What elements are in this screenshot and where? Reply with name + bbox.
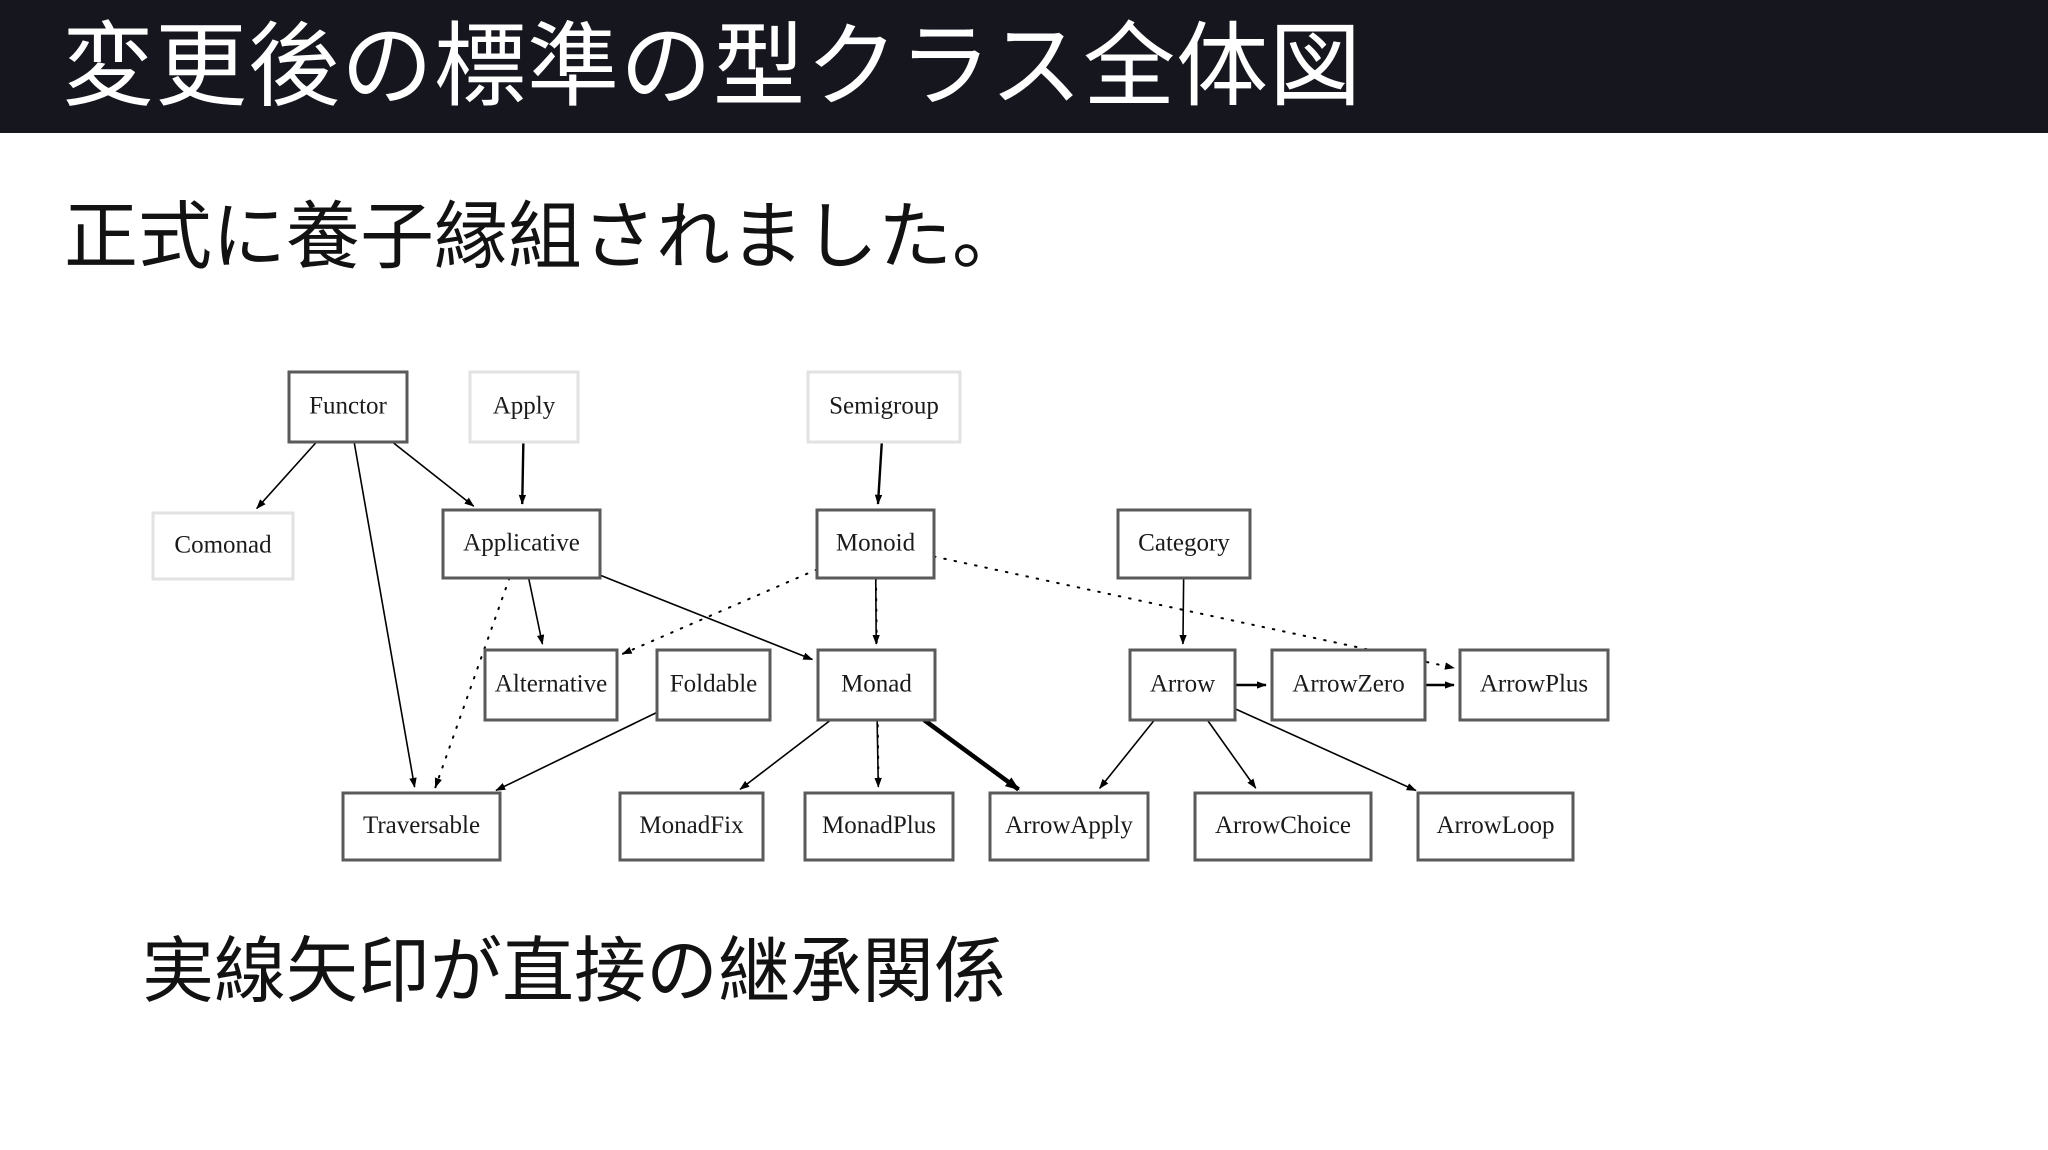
edge-apply-to-applicative: [518, 441, 527, 505]
edge-monoid-to-alternative: [621, 568, 818, 655]
edge-monad-to-monadplus: [874, 719, 882, 788]
node-semigroup[interactable]: Semigroup: [806, 370, 962, 444]
edge-arrow-to-arrowloop: [1234, 708, 1417, 792]
edge-applicative-to-alternative: [527, 577, 545, 645]
node-comonad[interactable]: Comonad: [151, 511, 295, 581]
node-box: [483, 648, 619, 722]
node-label: MonadFix: [639, 812, 744, 839]
diagram-edge-layer: [256, 441, 1456, 792]
node-box: [287, 370, 409, 444]
node-label: Alternative: [495, 671, 607, 698]
diagram-caption: 実線矢印が直接の継承関係: [142, 929, 1007, 1013]
node-arrowplus[interactable]: ArrowPlus: [1458, 648, 1610, 722]
node-label: Applicative: [463, 530, 580, 557]
node-label: ArrowLoop: [1436, 812, 1554, 839]
node-box: [803, 791, 955, 862]
node-box: [1193, 791, 1373, 862]
node-box: [1416, 791, 1575, 862]
slide-title-bar: 変更後の標準の型クラス全体図: [0, 0, 2048, 133]
node-box: [441, 508, 602, 580]
node-box: [1458, 648, 1610, 722]
node-arrow[interactable]: Arrow: [1128, 648, 1237, 722]
node-applicative[interactable]: Applicative: [441, 508, 602, 580]
node-box: [815, 508, 936, 580]
node-functor[interactable]: Functor: [287, 370, 409, 444]
lead-statement: 正式に養子縁組されました。: [64, 194, 1026, 280]
node-box: [468, 370, 580, 444]
node-label: ArrowApply: [1005, 812, 1133, 839]
node-label: ArrowChoice: [1215, 812, 1351, 839]
node-monadplus[interactable]: MonadPlus: [803, 791, 955, 862]
node-label: Functor: [309, 393, 387, 420]
node-traversable[interactable]: Traversable: [341, 791, 502, 862]
node-box: [1116, 508, 1252, 580]
node-category[interactable]: Category: [1116, 508, 1252, 580]
edge-arrow-to-arrowapply: [1099, 719, 1156, 789]
node-box: [1128, 648, 1237, 722]
edge-functor-to-applicative: [391, 441, 475, 507]
node-box: [341, 791, 502, 862]
edge-arrow-to-arrowchoice: [1206, 719, 1257, 789]
page-title: 変更後の標準の型クラス全体図: [62, 12, 1363, 120]
node-arrowzero[interactable]: ArrowZero: [1270, 648, 1427, 722]
node-box: [618, 791, 765, 862]
node-monoid[interactable]: Monoid: [815, 508, 936, 580]
node-monadfix[interactable]: MonadFix: [618, 791, 765, 862]
node-label: Foldable: [670, 671, 758, 698]
edge-foldable-to-traversable: [495, 711, 658, 792]
edge-monad-to-monadfix: [739, 719, 832, 790]
node-arrowapply[interactable]: ArrowApply: [988, 791, 1150, 862]
edge-semigroup-to-monoid: [874, 441, 884, 505]
node-apply[interactable]: Apply: [468, 370, 580, 444]
node-box: [655, 648, 772, 722]
node-label: Arrow: [1150, 671, 1215, 698]
node-arrowloop[interactable]: ArrowLoop: [1416, 791, 1575, 862]
node-box: [988, 791, 1150, 862]
node-label: ArrowZero: [1292, 671, 1404, 698]
edge-category-to-arrow: [1179, 577, 1187, 645]
edge-applicative-to-monad: [599, 574, 814, 661]
node-label: Comonad: [174, 532, 272, 559]
node-box: [1270, 648, 1427, 722]
edge-functor-to-comonad: [256, 441, 318, 510]
node-foldable[interactable]: Foldable: [655, 648, 772, 722]
node-label: ArrowPlus: [1480, 671, 1588, 698]
node-box: [151, 511, 295, 581]
edge-functor-to-traversable: [353, 441, 417, 788]
node-label: Apply: [493, 393, 556, 420]
node-label: Semigroup: [829, 393, 939, 420]
node-box: [806, 370, 962, 444]
node-box: [816, 648, 937, 722]
node-label: Monoid: [836, 530, 916, 557]
node-monad[interactable]: Monad: [816, 648, 937, 722]
node-label: MonadPlus: [822, 812, 936, 839]
node-label: Category: [1138, 530, 1230, 557]
node-label: Monad: [841, 671, 912, 698]
node-alternative[interactable]: Alternative: [483, 648, 619, 722]
node-arrowchoice[interactable]: ArrowChoice: [1193, 791, 1373, 862]
node-label: Traversable: [363, 812, 480, 839]
edge-monad-to-arrowapply: [922, 718, 1020, 792]
